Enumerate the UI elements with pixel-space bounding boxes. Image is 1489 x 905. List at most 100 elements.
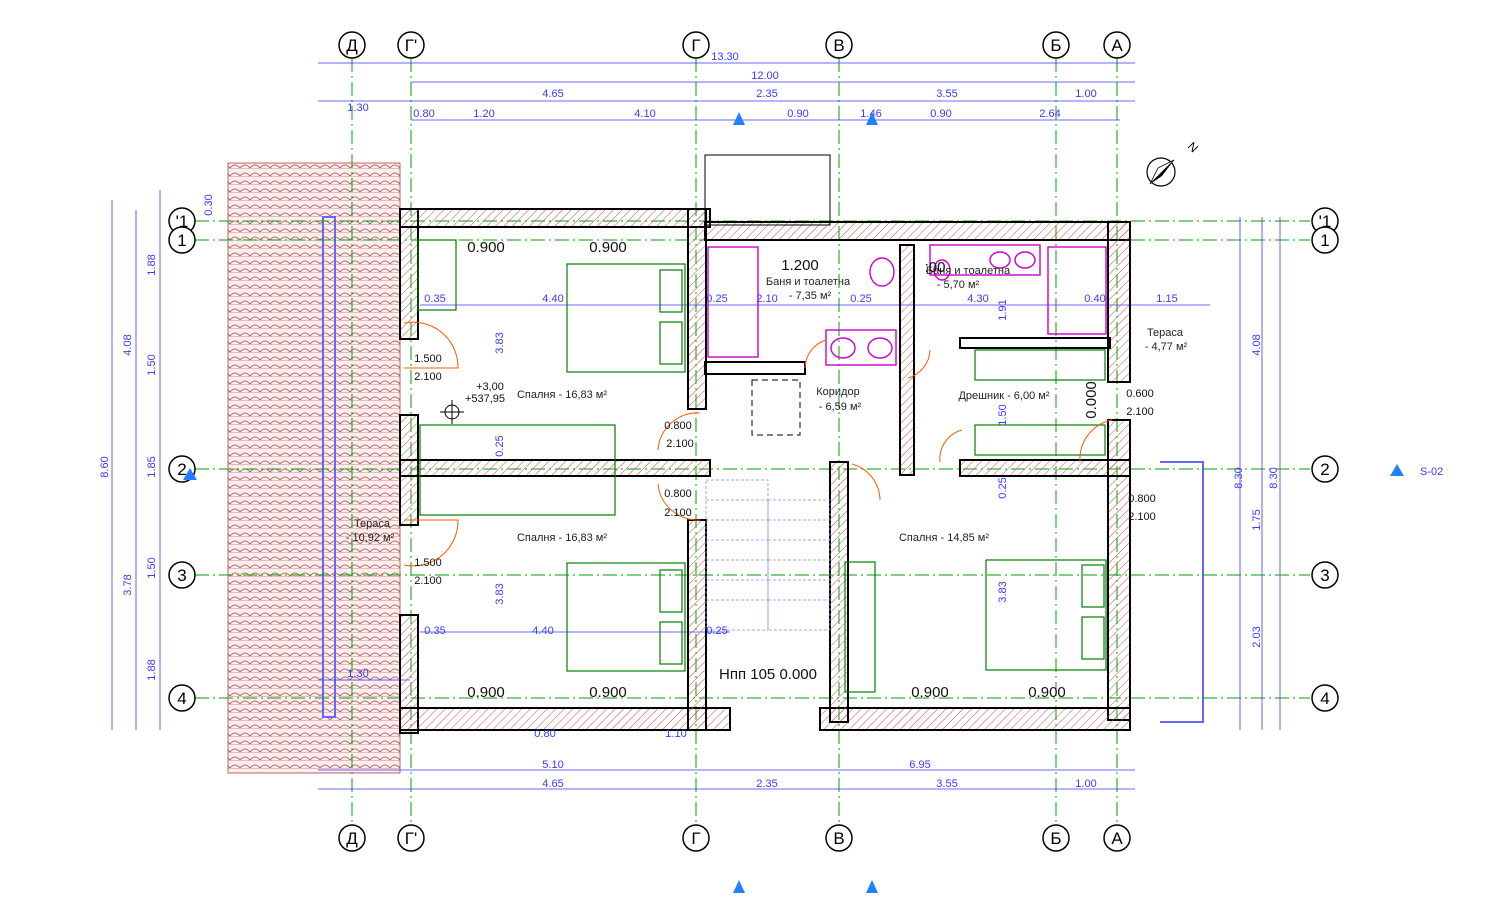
level-top-room: 1.200 [781, 257, 819, 274]
axis-label-g-prime: Г' [405, 36, 417, 55]
axis-label-4-right: 4 [1320, 689, 1329, 708]
inner-dim-v7: 0.25 [997, 477, 1009, 498]
dim-top-5: 1.00 [1075, 88, 1096, 100]
inner-dim-v5: 1.50 [997, 404, 1009, 425]
elevation-2: +537,95 [465, 393, 505, 405]
level-bottom-4: 0.900 [1028, 684, 1066, 701]
dim-top-r3-3: 4.10 [634, 108, 655, 120]
inner-dim-u8: 1.15 [1156, 293, 1177, 305]
axis-label-a: А [1111, 36, 1123, 55]
axis-label-g-bottom: Г [691, 829, 700, 848]
door-3-height: 2.100 [666, 438, 694, 450]
dim-top-r3-1: 0.80 [413, 108, 434, 120]
dim-left-mid-1: 4.08 [122, 334, 134, 355]
axis-label-2-left: 2 [177, 460, 186, 479]
inner-dim-l3: 0.25 [706, 625, 727, 637]
axis-label-v: В [833, 36, 844, 55]
axis-label-d-bottom: Д [346, 829, 358, 848]
beds [417, 239, 1107, 693]
dim-total: 12.00 [751, 70, 779, 82]
inner-dim-v2: 3.83 [494, 583, 506, 604]
dim-left-mid-2: 3.78 [122, 574, 134, 595]
elevation-1: +3,00 [476, 381, 504, 393]
terrace-outline [322, 216, 336, 718]
dim-bottom-r1-2: 6.95 [909, 759, 930, 771]
right-terrace-outline [1160, 461, 1204, 723]
axis-label-1-prime-right: '1 [1319, 212, 1332, 231]
axis-label-1-right: 1 [1320, 231, 1329, 250]
dim-right-outer: 8.30 [1233, 467, 1245, 488]
level-window-left-2: 0.900 [589, 239, 627, 256]
axis-label-3-left: 3 [177, 566, 186, 585]
level-bottom-1: 0.900 [467, 684, 505, 701]
dim-right-mid-1: 4.08 [1251, 334, 1263, 355]
inner-dim-v1: 3.83 [494, 332, 506, 353]
room-terrace-1-area: - 4,77 м² [1145, 341, 1188, 353]
axis-label-3-right: 3 [1320, 566, 1329, 585]
section-arrows [183, 112, 1404, 893]
north-label: N [1185, 139, 1201, 155]
dimension-lines [111, 62, 1281, 790]
dim-top-r3-6: 0.90 [930, 108, 951, 120]
door-4-width: 0.800 [664, 488, 692, 500]
dim-bottom-r2-4: 1.00 [1075, 778, 1096, 790]
room-bedroom-3: Спалня - 14,85 м² [899, 532, 989, 544]
sanitary [707, 244, 1107, 366]
dim-bottom-r2-2: 2.35 [756, 778, 777, 790]
axis-label-1-prime-left: '1 [176, 212, 189, 231]
dim-top-3: 2.35 [756, 88, 777, 100]
door-4-height: 2.100 [664, 507, 692, 519]
room-terrace-2-area: - 10,92 м² [346, 532, 395, 544]
attic-hatch [751, 379, 801, 436]
axis-label-g: Г [691, 36, 700, 55]
north-arrow-icon [1146, 157, 1176, 187]
inner-dim-u5: 0.25 [850, 293, 871, 305]
door-1-height: 2.100 [414, 371, 442, 383]
dim-left-inner-5: 1.50 [146, 557, 158, 578]
door-6-height: 2.100 [1126, 406, 1154, 418]
room-bedroom-1: Спалня - 16,83 м² [517, 389, 607, 401]
room-bedroom-2: Спалня - 16,83 м² [517, 532, 607, 544]
room-closet: Дрешник - 6,00 м² [958, 390, 1049, 402]
axis-bubbles-bottom [338, 824, 1131, 852]
top-balcony [704, 154, 831, 226]
dim-left-inner-1: 0.30 [203, 194, 215, 215]
dim-bottom-r2-3: 3.55 [936, 778, 957, 790]
dim-top-r3-2: 1.20 [473, 108, 494, 120]
room-terrace-1-name: Тераса [1147, 327, 1184, 339]
level-window-left-1: 0.900 [467, 239, 505, 256]
dim-top-r3-4: 0.90 [787, 108, 808, 120]
inner-dim-u3: 0.25 [706, 293, 727, 305]
inner-dim-u4: 2.10 [756, 293, 777, 305]
axis-label-2-right: 2 [1320, 460, 1329, 479]
dim-right-mid-3: 2.03 [1251, 626, 1263, 647]
inner-dim-u1: 0.35 [424, 293, 445, 305]
inner-dim-l2: 4.40 [532, 625, 553, 637]
section-mark-right: S-02 [1420, 466, 1443, 478]
dim-left-inner-6: 1.88 [146, 659, 158, 680]
inner-dim-l1: 0.35 [424, 625, 445, 637]
closet-level: 0.000 [1083, 381, 1100, 419]
room-bath-1-area: - 7,35 м² [789, 290, 832, 302]
axis-bubbles-top [338, 31, 1131, 59]
inner-dim-u7: 0.40 [1084, 293, 1105, 305]
dim-top-r3-5: 1.46 [860, 108, 881, 120]
door-2-width: 1.500 [414, 557, 442, 569]
dim-left-outer: 8.60 [99, 456, 111, 477]
inner-dim-u6: 4.30 [967, 293, 988, 305]
room-bath-2-name: Баня и тоалетна [926, 265, 1011, 277]
dim-left-inner-2: 1.88 [146, 254, 158, 275]
axis-bubbles-right [1311, 207, 1339, 712]
dim-left-inner-3: 1.50 [146, 354, 158, 375]
door-6-width: 0.600 [1126, 388, 1154, 400]
door-3-width: 0.800 [664, 420, 692, 432]
axis-label-b-bottom: Б [1050, 829, 1061, 848]
room-corridor-area: - 6,59 м² [819, 401, 862, 413]
roof-tiles [227, 162, 401, 774]
inner-dim-m1: 1.30 [347, 668, 368, 680]
inner-dim-m2: 0.80 [534, 728, 555, 740]
axis-label-g-prime-bottom: Г' [405, 829, 417, 848]
dim-top-4: 3.55 [936, 88, 957, 100]
room-bath-2-area: - 5,70 м² [937, 279, 980, 291]
door-1-width: 1.500 [414, 353, 442, 365]
